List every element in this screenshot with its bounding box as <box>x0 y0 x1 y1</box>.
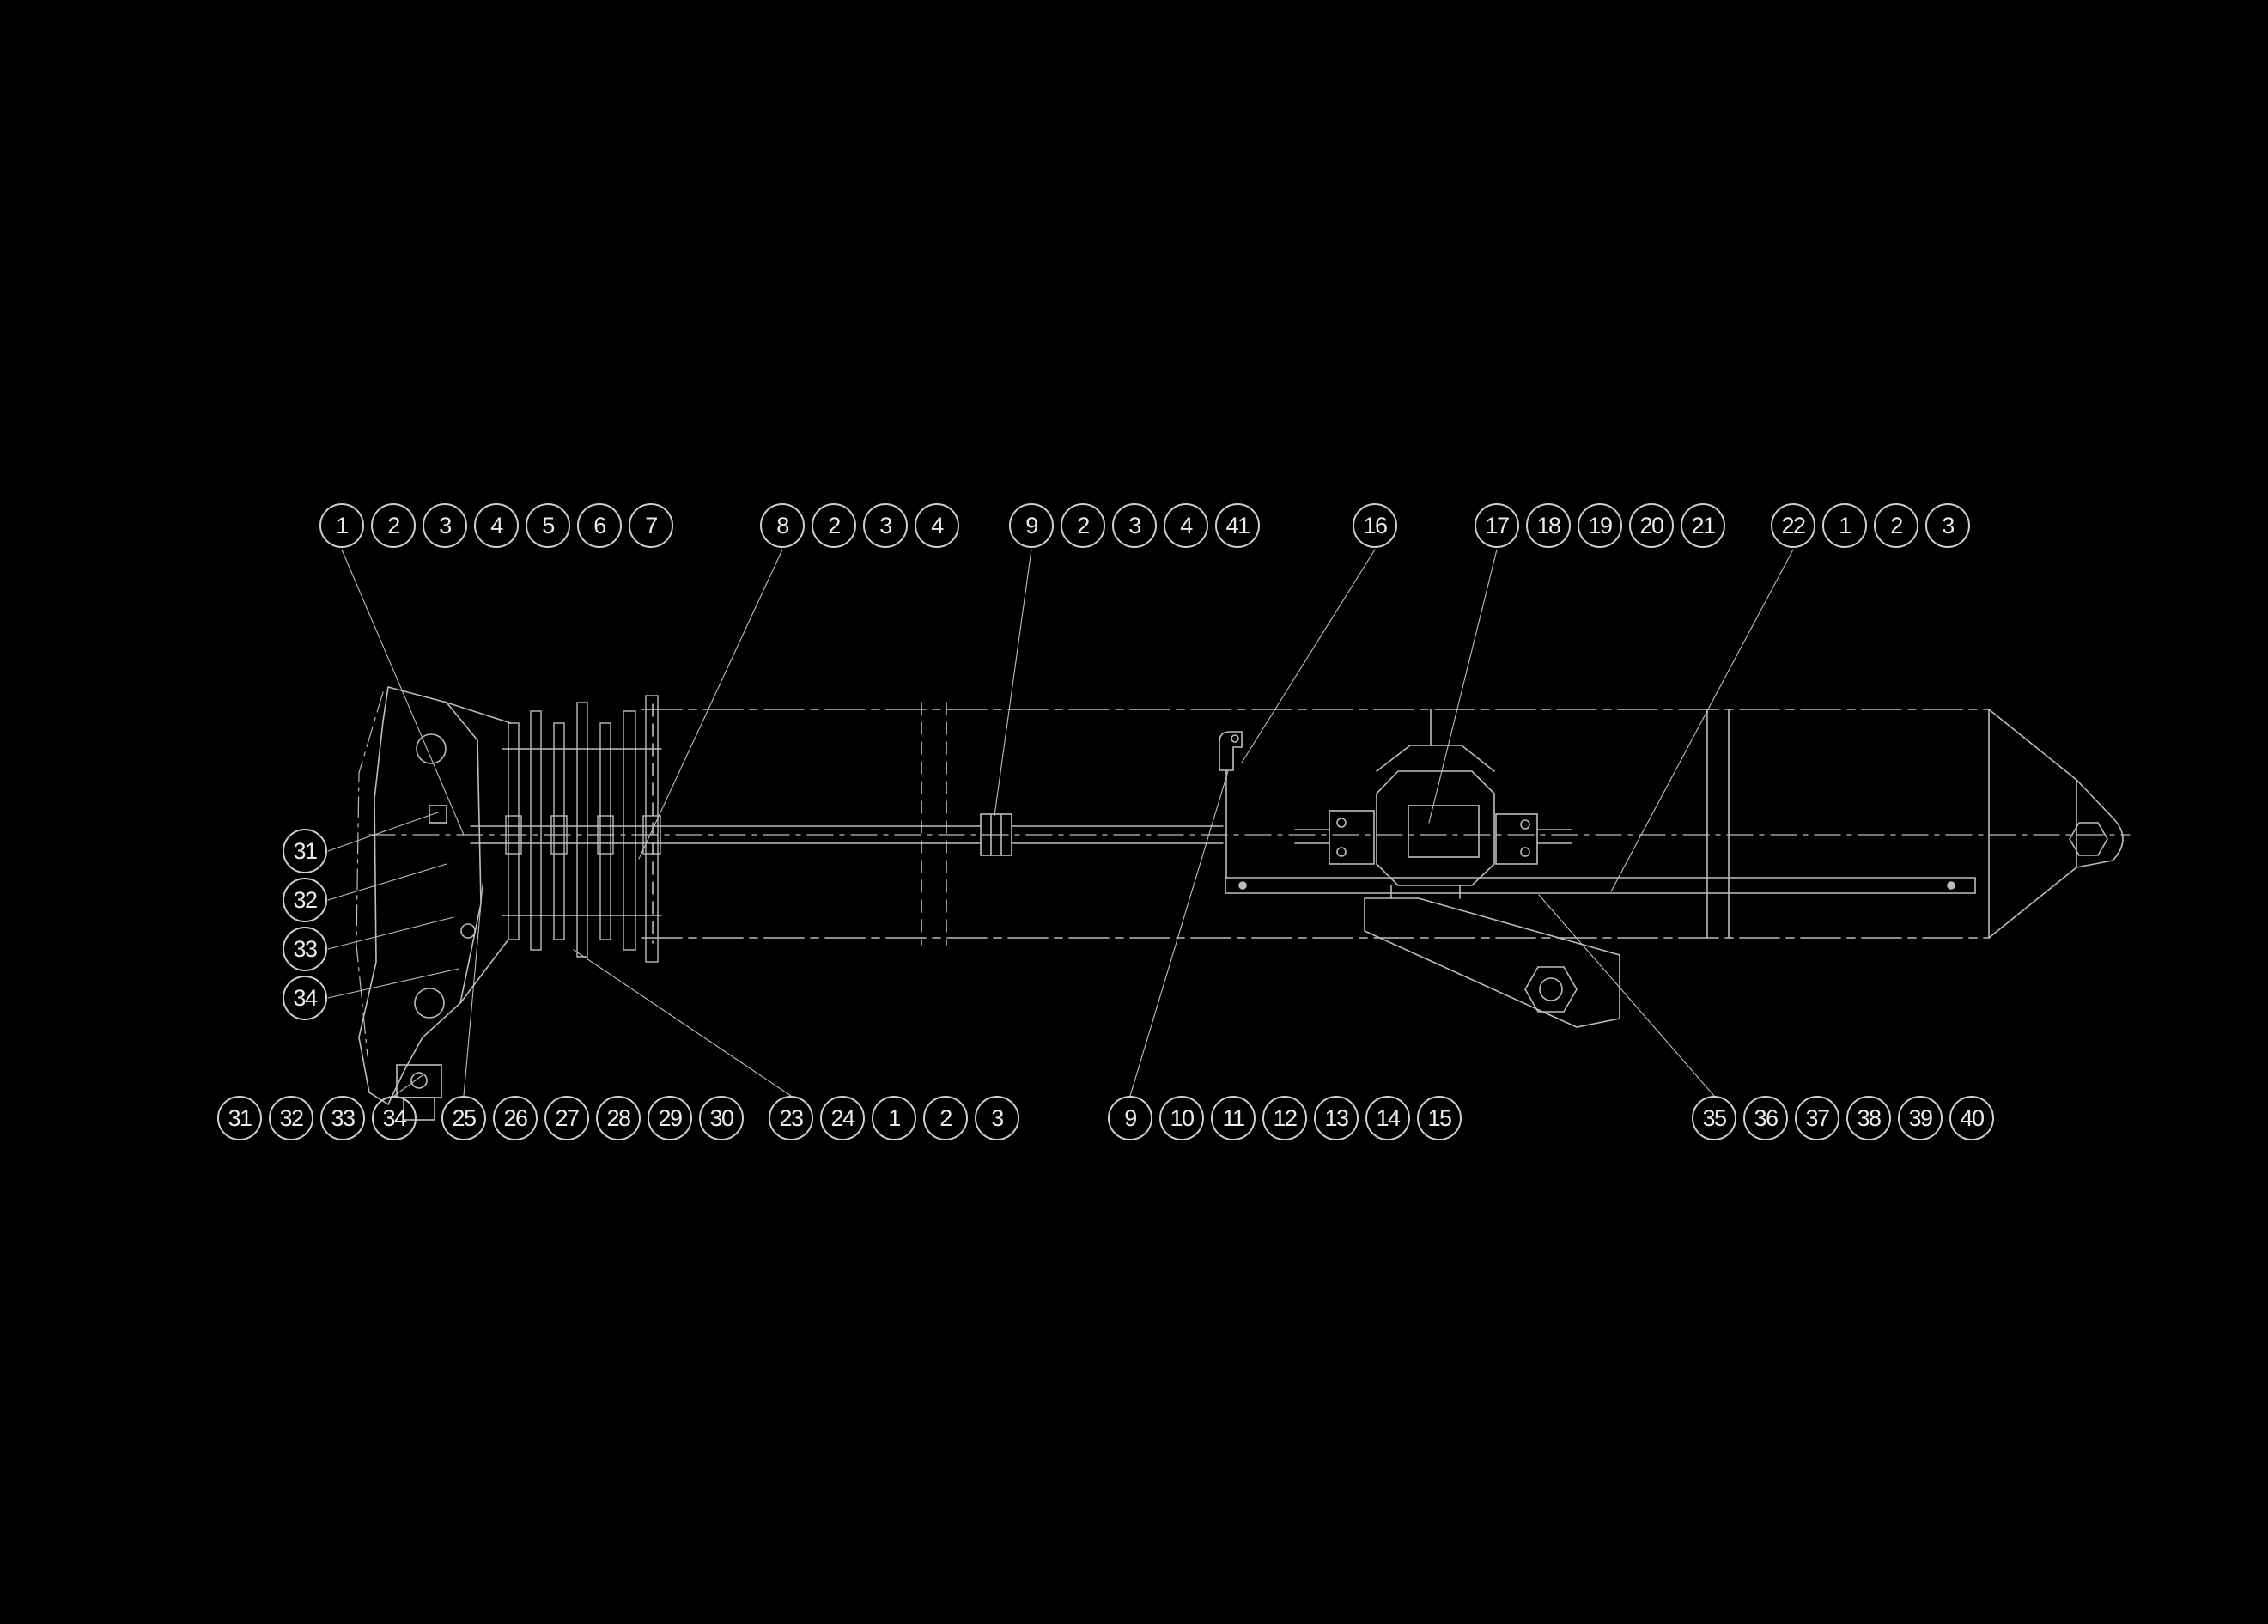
callout-bottom-gearbox-37: 37 <box>1795 1096 1839 1140</box>
callout-top-gearbox-17: 17 <box>1475 503 1519 548</box>
callout-bottom-clamp-line-15: 15 <box>1417 1096 1462 1140</box>
callout-bottom-gearbox-36: 36 <box>1743 1096 1788 1140</box>
callout-bottom-clamp-line-10: 10 <box>1159 1096 1204 1140</box>
foot-bolt <box>410 1072 428 1089</box>
tail-hex-bolt <box>2069 822 2108 856</box>
bracket-hole-top <box>416 733 447 764</box>
callout-group-left-bracket: 31 32 33 34 <box>283 829 327 1020</box>
callout-bottom-bracket-31: 31 <box>217 1096 262 1140</box>
drive-shaft <box>470 825 1224 844</box>
callout-left-bracket-32: 32 <box>283 878 327 922</box>
gearbox-left-flange <box>1329 810 1375 865</box>
callout-top-coupling-3: 3 <box>1112 503 1157 548</box>
mounting-rail <box>1225 877 1976 894</box>
callout-top-gearbox-20: 20 <box>1629 503 1674 548</box>
callout-bottom-bracket-33: 33 <box>320 1096 365 1140</box>
callout-top-gearbox-18: 18 <box>1526 503 1571 548</box>
callout-left-bracket-33: 33 <box>283 927 327 971</box>
cable-clamp <box>1219 731 1243 879</box>
mount-bracket <box>356 685 512 1121</box>
callout-top-left-assembly-6: 6 <box>577 503 622 548</box>
callout-bottom-gearbox-39: 39 <box>1898 1096 1943 1140</box>
callout-bottom-gearbox-38: 38 <box>1846 1096 1891 1140</box>
callout-bottom-clamp-line-14: 14 <box>1365 1096 1410 1140</box>
callout-top-right-body-3: 3 <box>1925 503 1970 548</box>
callout-bottom-clamp-line-12: 12 <box>1262 1096 1307 1140</box>
callout-left-bracket-31: 31 <box>283 829 327 873</box>
support-hex-bolt <box>1524 966 1578 1013</box>
callout-bottom-plates-28: 28 <box>596 1096 641 1140</box>
callout-top-left-assembly-4: 4 <box>474 503 519 548</box>
callout-top-plate-stack-3: 3 <box>863 503 908 548</box>
shaft-coupling <box>980 813 1012 856</box>
callout-bottom-shaft-23: 23 <box>769 1096 813 1140</box>
callout-bottom-plates-29: 29 <box>648 1096 692 1140</box>
callout-top-clamp-16: 16 <box>1353 503 1397 548</box>
callout-top-plate-stack-8: 8 <box>760 503 805 548</box>
gearbox-right-flange <box>1495 813 1538 865</box>
callout-bottom-plates-26: 26 <box>493 1096 538 1140</box>
callout-bottom-clamp-line-9: 9 <box>1108 1096 1152 1140</box>
callout-top-plate-stack-2: 2 <box>812 503 856 548</box>
callout-left-bracket-34: 34 <box>283 976 327 1020</box>
support-bracket <box>1364 885 1620 1028</box>
callout-bottom-clamp-line-11: 11 <box>1211 1096 1256 1140</box>
callout-top-left-assembly-1: 1 <box>319 503 364 548</box>
callout-top-right-body-22: 22 <box>1771 503 1815 548</box>
callout-top-coupling-4: 4 <box>1164 503 1208 548</box>
callout-bottom-shaft-2: 2 <box>923 1096 968 1140</box>
gearbox-assembly <box>1294 709 1572 886</box>
callout-bottom-shaft-3: 3 <box>975 1096 1019 1140</box>
callout-bottom-clamp-line-13: 13 <box>1314 1096 1359 1140</box>
callout-top-gearbox-19: 19 <box>1578 503 1622 548</box>
callout-top-coupling-2: 2 <box>1061 503 1105 548</box>
callout-top-left-assembly-7: 7 <box>629 503 673 548</box>
body-outline <box>641 702 1990 946</box>
plate-stack <box>502 695 662 963</box>
callout-bottom-plates-30: 30 <box>699 1096 744 1140</box>
callout-bottom-gearbox-40: 40 <box>1949 1096 1994 1140</box>
callout-top-right-body-1: 1 <box>1822 503 1867 548</box>
callout-top-left-assembly-5: 5 <box>526 503 570 548</box>
callout-bottom-plates-25: 25 <box>441 1096 486 1140</box>
bracket-hole-bottom <box>414 988 445 1019</box>
leader-lines <box>327 549 1794 1097</box>
callout-top-right-body-2: 2 <box>1874 503 1918 548</box>
callout-top-coupling-41: 41 <box>1215 503 1260 548</box>
callout-bottom-bracket-32: 32 <box>269 1096 313 1140</box>
callout-bottom-plates-27: 27 <box>544 1096 589 1140</box>
callout-bottom-shaft-24: 24 <box>820 1096 865 1140</box>
callout-top-coupling-9: 9 <box>1009 503 1054 548</box>
callout-top-gearbox-21: 21 <box>1681 503 1725 548</box>
callout-group-top-clamp: 16 <box>1353 503 1397 548</box>
callout-top-left-assembly-3: 3 <box>423 503 467 548</box>
callout-bottom-gearbox-35: 35 <box>1692 1096 1736 1140</box>
callout-bottom-bracket-34: 34 <box>372 1096 417 1140</box>
callout-bottom-shaft-1: 1 <box>872 1096 916 1140</box>
callout-top-plate-stack-4: 4 <box>915 503 959 548</box>
tail-cone <box>1988 709 2124 939</box>
callout-top-left-assembly-2: 2 <box>371 503 416 548</box>
